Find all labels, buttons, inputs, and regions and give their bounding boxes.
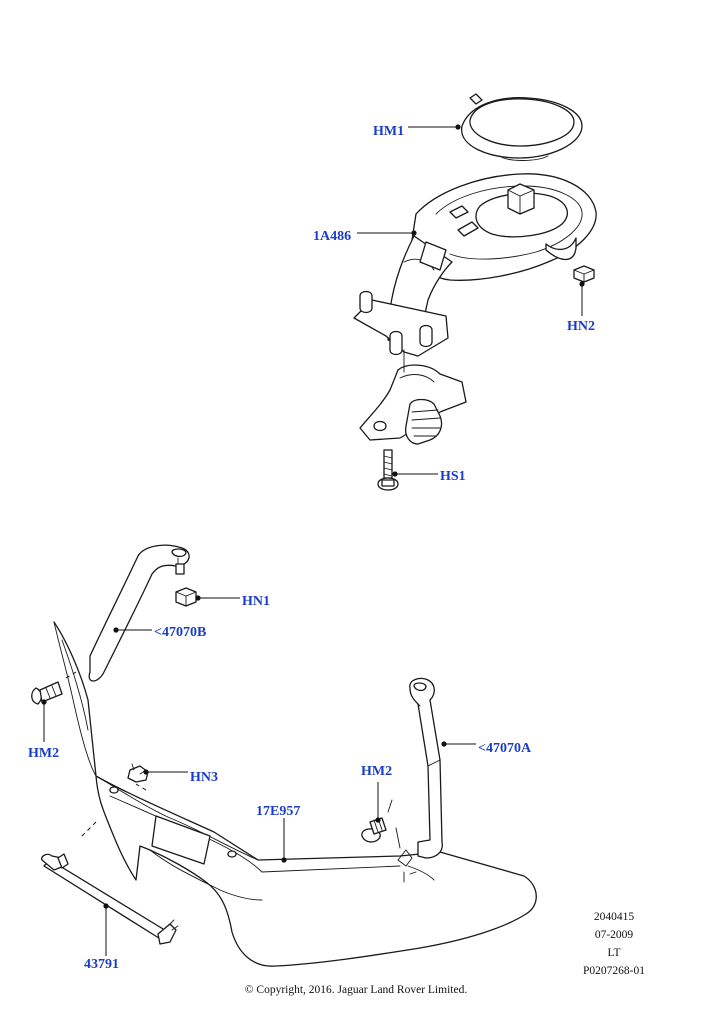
hm2-right-bolt-part — [361, 799, 401, 849]
liner-17e957-part — [53, 621, 537, 967]
copyright-notice: © Copyright, 2016. Jaguar Land Rover Lim… — [245, 984, 468, 996]
hs1-screw-part — [377, 449, 399, 491]
reference-date: 07-2009 — [595, 929, 634, 941]
callout-hn2[interactable]: HN2 — [567, 319, 595, 334]
reference-number: 2040415 — [594, 911, 635, 923]
callout-1a486[interactable]: 1A486 — [313, 229, 351, 244]
hn1-nut-part — [175, 587, 197, 607]
callout-hs1[interactable]: HS1 — [440, 469, 466, 484]
callout-hm1[interactable]: HM1 — [373, 124, 404, 139]
wheel-carrier-part — [353, 173, 597, 445]
reference-block: 2040415 07-2009 LT P0207268-01 — [583, 911, 645, 977]
strap-47070a-part — [409, 677, 443, 859]
strap-47070b-part — [88, 544, 190, 682]
callout-47070b[interactable]: <47070B — [154, 625, 206, 640]
hm2-left-bolt-part — [31, 681, 63, 705]
rod-43791-part — [41, 853, 179, 945]
reference-illustration: P0207268-01 — [583, 965, 645, 977]
callout-43791[interactable]: 43791 — [84, 957, 119, 972]
hn2-nut-part — [573, 265, 595, 283]
cover-cap-part — [461, 93, 583, 161]
reference-code: LT — [608, 947, 621, 959]
callout-17e957[interactable]: 17E957 — [256, 804, 300, 819]
callout-hn1[interactable]: HN1 — [242, 594, 270, 609]
callout-hn3[interactable]: HN3 — [190, 770, 218, 785]
callout-47070a[interactable]: <47070A — [478, 741, 532, 756]
callout-hm2-left[interactable]: HM2 — [28, 746, 59, 761]
callout-hm2-right[interactable]: HM2 — [361, 764, 392, 779]
leader-lines — [41, 124, 585, 956]
